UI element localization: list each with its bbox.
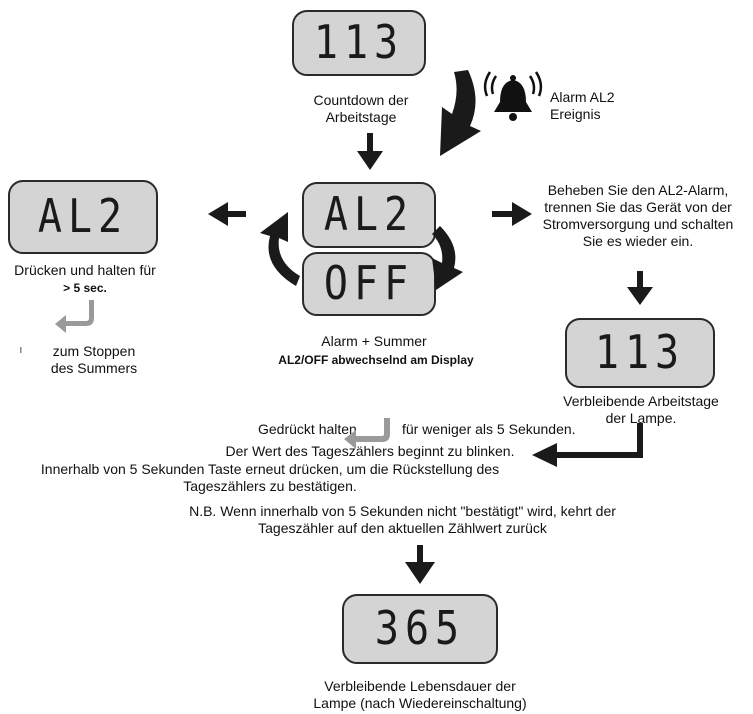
blink-label: Der Wert des Tageszählers beginnt zu bli… <box>225 443 515 459</box>
display-top: 113 <box>292 10 426 76</box>
press-hand-icon <box>55 300 94 333</box>
press-hold-label: Drücken und halten für <box>14 262 156 278</box>
display-bottom: 365 <box>342 594 498 664</box>
display-left: AL2 <box>8 180 158 254</box>
press-hand-icon-2 <box>344 418 390 449</box>
tick-mark <box>20 347 22 353</box>
hold-pressed-label: Gedrückt halten <box>258 421 357 437</box>
less-than-label: für weniger als 5 Sekunden. <box>402 421 576 437</box>
countdown-label: Countdown der Arbeitstage <box>313 92 409 125</box>
alarm-bell-icon <box>483 71 543 121</box>
arrow-down-right <box>627 271 653 305</box>
arrow-return <box>532 423 643 467</box>
arrow-left <box>208 202 246 226</box>
display-center-upper-value: AL2 <box>323 188 415 242</box>
alarm-buzzer-label: Alarm + Summer <box>321 333 427 349</box>
nb-label: N.B. Wenn innerhalb von 5 Sekunden nicht… <box>189 503 616 536</box>
arrow-cycle-left <box>260 212 300 286</box>
arrow-down-top <box>357 133 383 170</box>
display-top-value: 113 <box>313 16 405 70</box>
display-right-value: 113 <box>594 326 686 380</box>
arrow-down-bottom <box>405 545 435 584</box>
display-center-upper: AL2 <box>302 182 436 248</box>
display-bottom-value: 365 <box>374 602 466 656</box>
remaining-life-label: Verbleibende Lebensdauer der Lampe (nach… <box>313 678 527 711</box>
arrow-cycle-right <box>432 226 463 290</box>
press-again-label: Innerhalb von 5 Sekunden Taste erneut dr… <box>40 461 500 494</box>
remaining-days-label: Verbleibende Arbeitstage der Lampe. <box>563 393 719 426</box>
press-hold-time: > 5 sec. <box>63 281 107 295</box>
alternating-label: AL2/OFF abwechselnd am Display <box>278 353 474 367</box>
fix-alarm-label: Beheben Sie den AL2-Alarm, trennen Sie d… <box>542 182 734 249</box>
display-center-lower: OFF <box>302 252 436 316</box>
alarm-event-label: Alarm AL2 Ereignis <box>550 89 615 122</box>
stop-buzzer-label: zum Stoppen des Summers <box>50 343 138 376</box>
display-left-value: AL2 <box>37 190 129 244</box>
display-center-lower-value: OFF <box>323 257 415 311</box>
arrow-right <box>492 202 532 226</box>
arrow-curved-alarm <box>440 70 481 156</box>
display-right: 113 <box>565 318 715 388</box>
